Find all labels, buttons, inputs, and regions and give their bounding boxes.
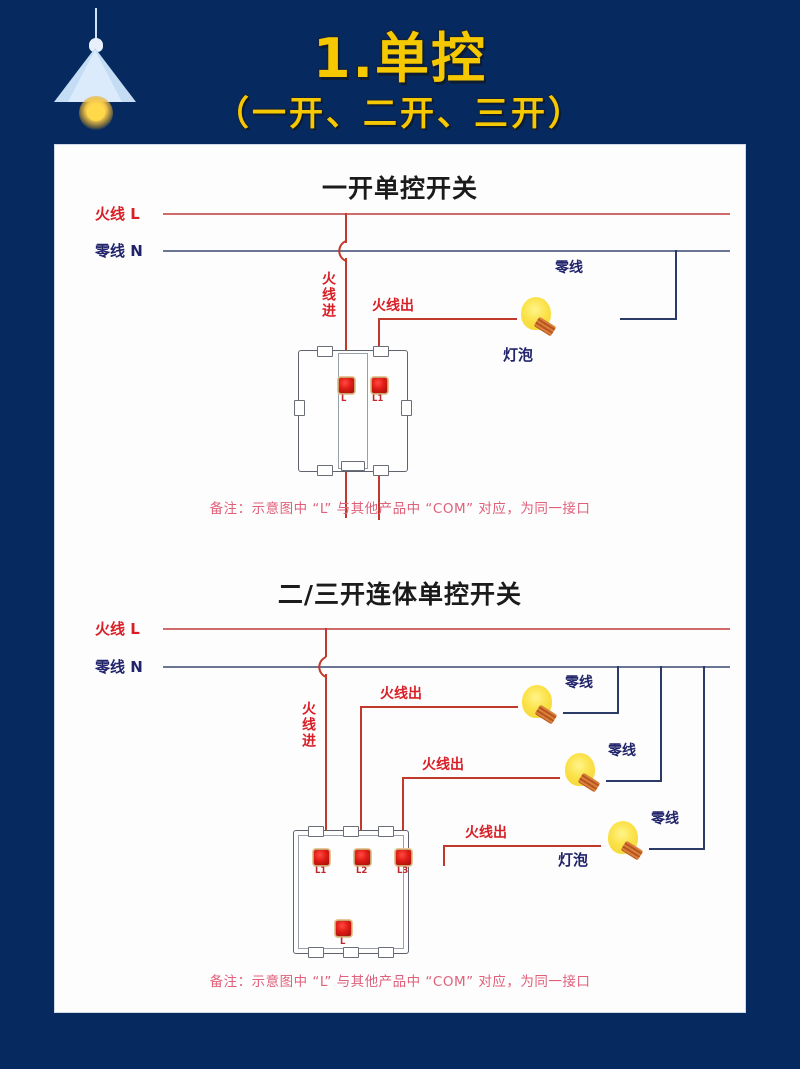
section2-neutral1-label: 零线 [565, 675, 593, 691]
section2-live-bus [163, 628, 730, 630]
section2-neutral3-label: 零线 [651, 811, 679, 827]
section2-live-out1-label: 火线出 [380, 686, 422, 702]
section2-live-out1-horizontal [360, 706, 518, 708]
switch3-terminal-L2-label: L2 [356, 866, 368, 876]
section1-note: 备注：示意图中 “L” 与其他产品中 “COM” 对应，为同一接口 [209, 501, 591, 517]
section1-neutral-label: 零线 N [95, 242, 143, 260]
section2-live-out3-label: 火线出 [465, 825, 507, 841]
section1-neutral-branch-vertical [675, 250, 677, 320]
switch-terminal-L-label: L [341, 394, 347, 404]
section2-bulb3-icon [606, 821, 644, 861]
section2-live-out2-vertical [402, 777, 404, 866]
section2-bulb2-icon [563, 753, 601, 793]
plate3-clip-tl [308, 826, 324, 837]
section1-neutral-branch-label: 零线 [555, 260, 583, 276]
plate3-clip-tr [378, 826, 394, 837]
section2-title: 二/三开连体单控开关 [277, 580, 523, 609]
switch3-terminal-L[interactable] [335, 920, 352, 937]
section1-neutral-bus [163, 250, 730, 252]
section2-bulb1-icon [520, 685, 558, 725]
wire-hop-arc-2 [318, 656, 327, 678]
page-title: 1.单控 [311, 26, 488, 92]
section2-live-label: 火线 L [95, 620, 140, 638]
section2-neutral1-horizontal [563, 712, 619, 714]
section1-live-drop-top [345, 213, 347, 243]
section2-neutral2-vertical [660, 666, 662, 782]
plate-clip-br [373, 465, 389, 476]
bulb-base [534, 704, 558, 725]
plate-clip-tr [373, 346, 389, 357]
page-subtitle: （一开、二开、三开） [214, 93, 585, 136]
switch-terminal-L1-label: L1 [372, 394, 384, 404]
section1-title: 一开单控开关 [321, 174, 478, 203]
plate3-clip-br [378, 947, 394, 958]
header-banner: 1.单控 （一开、二开、三开） [0, 0, 800, 145]
plate3-clip-bl [308, 947, 324, 958]
lamp-cord [95, 8, 97, 42]
switch3-terminal-L3[interactable] [395, 849, 412, 866]
wire-hop-arc [338, 240, 347, 262]
plate3-clip-tc [343, 826, 359, 837]
switch3-terminal-L3-label: L3 [397, 866, 409, 876]
section2-live-drop-bottom [325, 674, 327, 949]
section2-neutral2-label: 零线 [608, 743, 636, 759]
plate-clip-bl [317, 465, 333, 476]
section2-neutral3-vertical [703, 666, 705, 850]
switch3-terminal-L2[interactable] [354, 849, 371, 866]
switch-terminal-L[interactable] [338, 377, 355, 394]
section2-neutral3-horizontal [649, 848, 705, 850]
section2-live-out2-label: 火线出 [422, 757, 464, 773]
lamp-shade-inner [68, 50, 122, 102]
switch3-terminal-L1-label: L1 [315, 866, 327, 876]
section1-live-out-horizontal [378, 318, 517, 320]
section2-live-out3-vertical [443, 845, 445, 866]
section1-bulb-icon [519, 297, 557, 337]
switch3-terminal-L1[interactable] [313, 849, 330, 866]
switch-terminal-L1[interactable] [371, 377, 388, 394]
section2-bulb-label: 灯泡 [558, 851, 589, 869]
bulb-base [577, 772, 601, 793]
section2-live-out1-vertical [360, 706, 362, 866]
section2-neutral2-horizontal [606, 780, 662, 782]
section1-live-in-label: 火线进 [320, 271, 336, 319]
section1-live-bus [163, 213, 730, 215]
bulb-base [533, 316, 557, 337]
section2-neutral-bus [163, 666, 730, 668]
switch-rocker [338, 353, 368, 469]
plate-clip-tl [317, 346, 333, 357]
section1-neutral-branch-horizontal [620, 318, 677, 320]
pendant-lamp-icon [48, 8, 144, 136]
bulb-base [620, 840, 644, 861]
section1-live-out-label: 火线出 [372, 298, 414, 314]
plate3-clip-bc [343, 947, 359, 958]
section2-live-drop-top [325, 628, 327, 657]
plate-clip-left [294, 400, 305, 416]
section2-neutral1-vertical [617, 666, 619, 714]
section2-live-out3-horizontal [443, 845, 601, 847]
section1-live-label: 火线 L [95, 205, 140, 223]
plate-clip-bottom-center [341, 461, 365, 471]
content-card: 一开单控开关 火线 L 零线 N 火线进 火线出 零线 灯泡 [55, 145, 745, 1012]
section2-live-out2-horizontal [402, 777, 560, 779]
section1-bulb-label: 灯泡 [503, 346, 534, 364]
section2-note: 备注：示意图中 “L” 与其他产品中 “COM” 对应，为同一接口 [209, 974, 591, 990]
section2-neutral-label: 零线 N [95, 658, 143, 676]
plate-clip-right [401, 400, 412, 416]
section2-live-in-label: 火线进 [300, 701, 316, 749]
lamp-bulb [87, 103, 105, 121]
switch3-terminal-L-label: L [340, 937, 346, 947]
